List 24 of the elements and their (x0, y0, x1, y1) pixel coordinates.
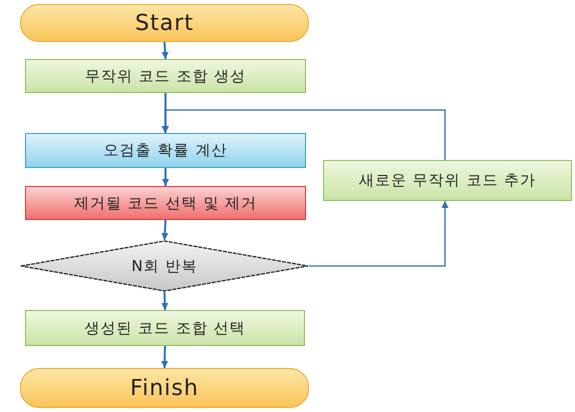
arrow (162, 109, 446, 160)
process-box (25, 310, 305, 346)
process-box (25, 59, 306, 93)
arrow (162, 93, 169, 133)
step-label: 새로운 무작위 코드 추가 (358, 171, 536, 190)
step-label: 오검출 확률 계산 (104, 141, 228, 160)
terminal-box (20, 4, 309, 42)
terminal-label: Start (135, 10, 194, 36)
process-box (25, 133, 306, 168)
arrow (162, 168, 169, 186)
step-label: 생성된 코드 조합 선택 (84, 318, 246, 338)
terminal-box (20, 368, 309, 408)
step-label: 무작위 코드 조합 생성 (84, 66, 246, 86)
terminal-label: Finish (130, 376, 199, 400)
arrow (161, 292, 168, 310)
decision-diamond (20, 240, 309, 292)
arrow (309, 201, 448, 267)
process-box (323, 160, 572, 201)
arrow (162, 42, 169, 60)
arrow (161, 220, 168, 240)
decision-label: N회 반복 (132, 256, 198, 276)
arrow (161, 346, 168, 368)
process-box (25, 186, 306, 220)
step-label: 제거될 코드 선택 및 제거 (74, 194, 258, 212)
